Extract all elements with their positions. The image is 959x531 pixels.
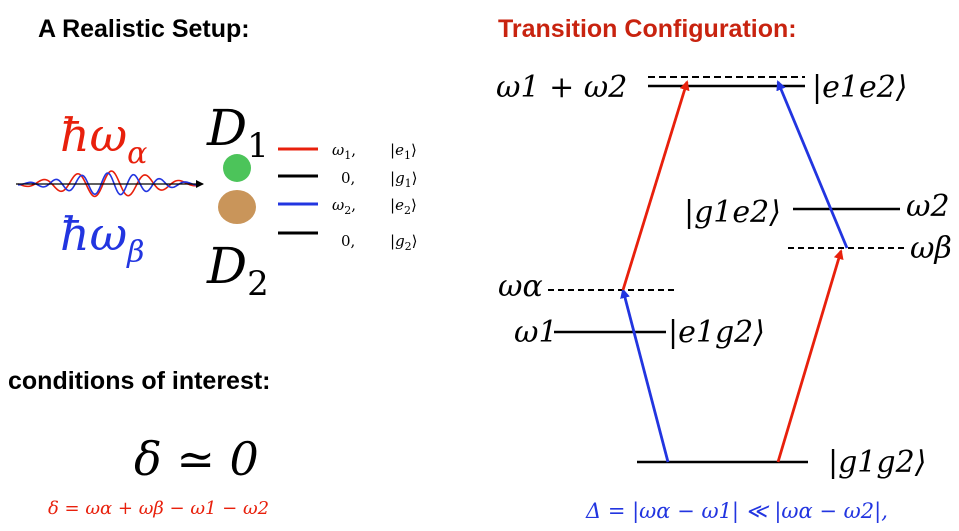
top-energy-label: ω1 + ω2	[496, 70, 627, 105]
condition-definition: δ = ωα + ωβ − ω1 − ω2	[48, 498, 269, 519]
photon-alpha-label: ħωα	[60, 108, 147, 171]
transition-arrow-blue-lower	[620, 288, 670, 463]
transition-title: Transition Configuration:	[498, 15, 797, 43]
condition-main: δ ≃ 0	[134, 432, 259, 486]
level-e1-energy: ω1,	[332, 141, 356, 162]
level-e1-state: |e1⟩	[390, 141, 417, 162]
level-g1-energy: 0,	[341, 169, 355, 187]
delta-definition-text: Δ = |ωα − ω1| ≪ |ωα − ω2|,	[585, 499, 888, 524]
ground-state-label: |g1g2⟩	[828, 445, 926, 480]
setup-title: A Realistic Setup:	[38, 15, 250, 43]
level-g2-energy: 0,	[341, 232, 355, 250]
beta-label: ωβ	[910, 231, 952, 266]
quantum-dot-1	[223, 154, 251, 182]
photon-beta-label: ħωβ	[60, 207, 144, 270]
level-legend: ω1, |e1⟩ 0, |g1⟩ ω2, |e2⟩ 0, |g2⟩	[332, 141, 418, 253]
level-g2-state: |g2⟩	[390, 232, 418, 253]
transition-arrow-red-upper	[621, 80, 690, 291]
mid-right-state-label: |g1e2⟩	[684, 195, 781, 230]
top-state-label: |e1e2⟩	[812, 70, 908, 105]
conditions-title: conditions of interest:	[8, 367, 271, 395]
dot-2-label: D2	[206, 237, 269, 304]
level-g1-state: |g1⟩	[390, 169, 418, 190]
mid-left-state-label: |e1g2⟩	[668, 315, 765, 350]
transition-arrow-red-lower	[776, 249, 844, 463]
delta-definition: Δ = |ωα − ω1| ≪ |ωα − ω2|,	[585, 499, 888, 524]
dot-1-label: D1	[206, 99, 269, 166]
incoming-photons	[16, 170, 204, 198]
mid-right-energy-label: ω2	[906, 189, 950, 224]
mid-left-energy-label: ω1	[514, 315, 558, 350]
quantum-dot-2	[218, 190, 256, 224]
level-e2-state: |e2⟩	[390, 196, 417, 217]
photon-beta-wave	[17, 172, 199, 196]
level-e2-energy: ω2,	[332, 196, 356, 217]
transition-arrow-blue-upper	[776, 80, 849, 249]
alpha-label: ωα	[498, 269, 543, 304]
